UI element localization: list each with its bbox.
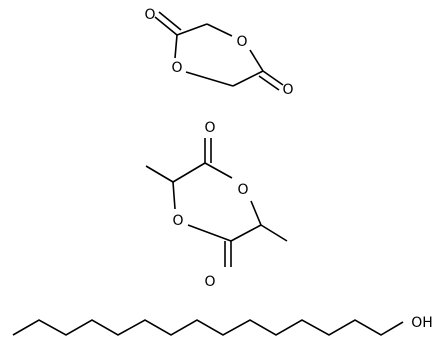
bond	[187, 224, 232, 242]
bond	[250, 200, 262, 226]
atom-label: O	[236, 34, 247, 50]
bond	[230, 224, 262, 242]
bond	[158, 11, 182, 31]
atom-label: O	[204, 274, 215, 290]
atom-label: O	[204, 120, 215, 136]
molecule-glycolide: O O O O	[144, 7, 293, 98]
atom-label: OH	[411, 315, 433, 331]
carbon-chain	[12, 319, 404, 336]
bond	[260, 224, 288, 242]
bond	[172, 181, 176, 210]
bond	[176, 23, 208, 36]
bond	[185, 71, 234, 87]
bond	[232, 70, 264, 87]
molecule-dodecanol: OH	[12, 315, 433, 336]
atom-label: O	[237, 182, 248, 198]
molecule-lactide: O O O O	[145, 120, 288, 290]
bond	[145, 165, 174, 183]
bond	[174, 34, 178, 59]
bond	[206, 23, 233, 37]
bond	[258, 75, 280, 91]
atom-label: O	[172, 213, 183, 229]
bond	[262, 70, 284, 86]
bond	[204, 162, 233, 179]
bond	[154, 16, 178, 36]
atom-label: O	[282, 82, 293, 98]
atom-label: O	[144, 7, 155, 23]
atom-label: O	[171, 60, 182, 76]
bond	[249, 49, 264, 72]
bond	[172, 162, 206, 183]
